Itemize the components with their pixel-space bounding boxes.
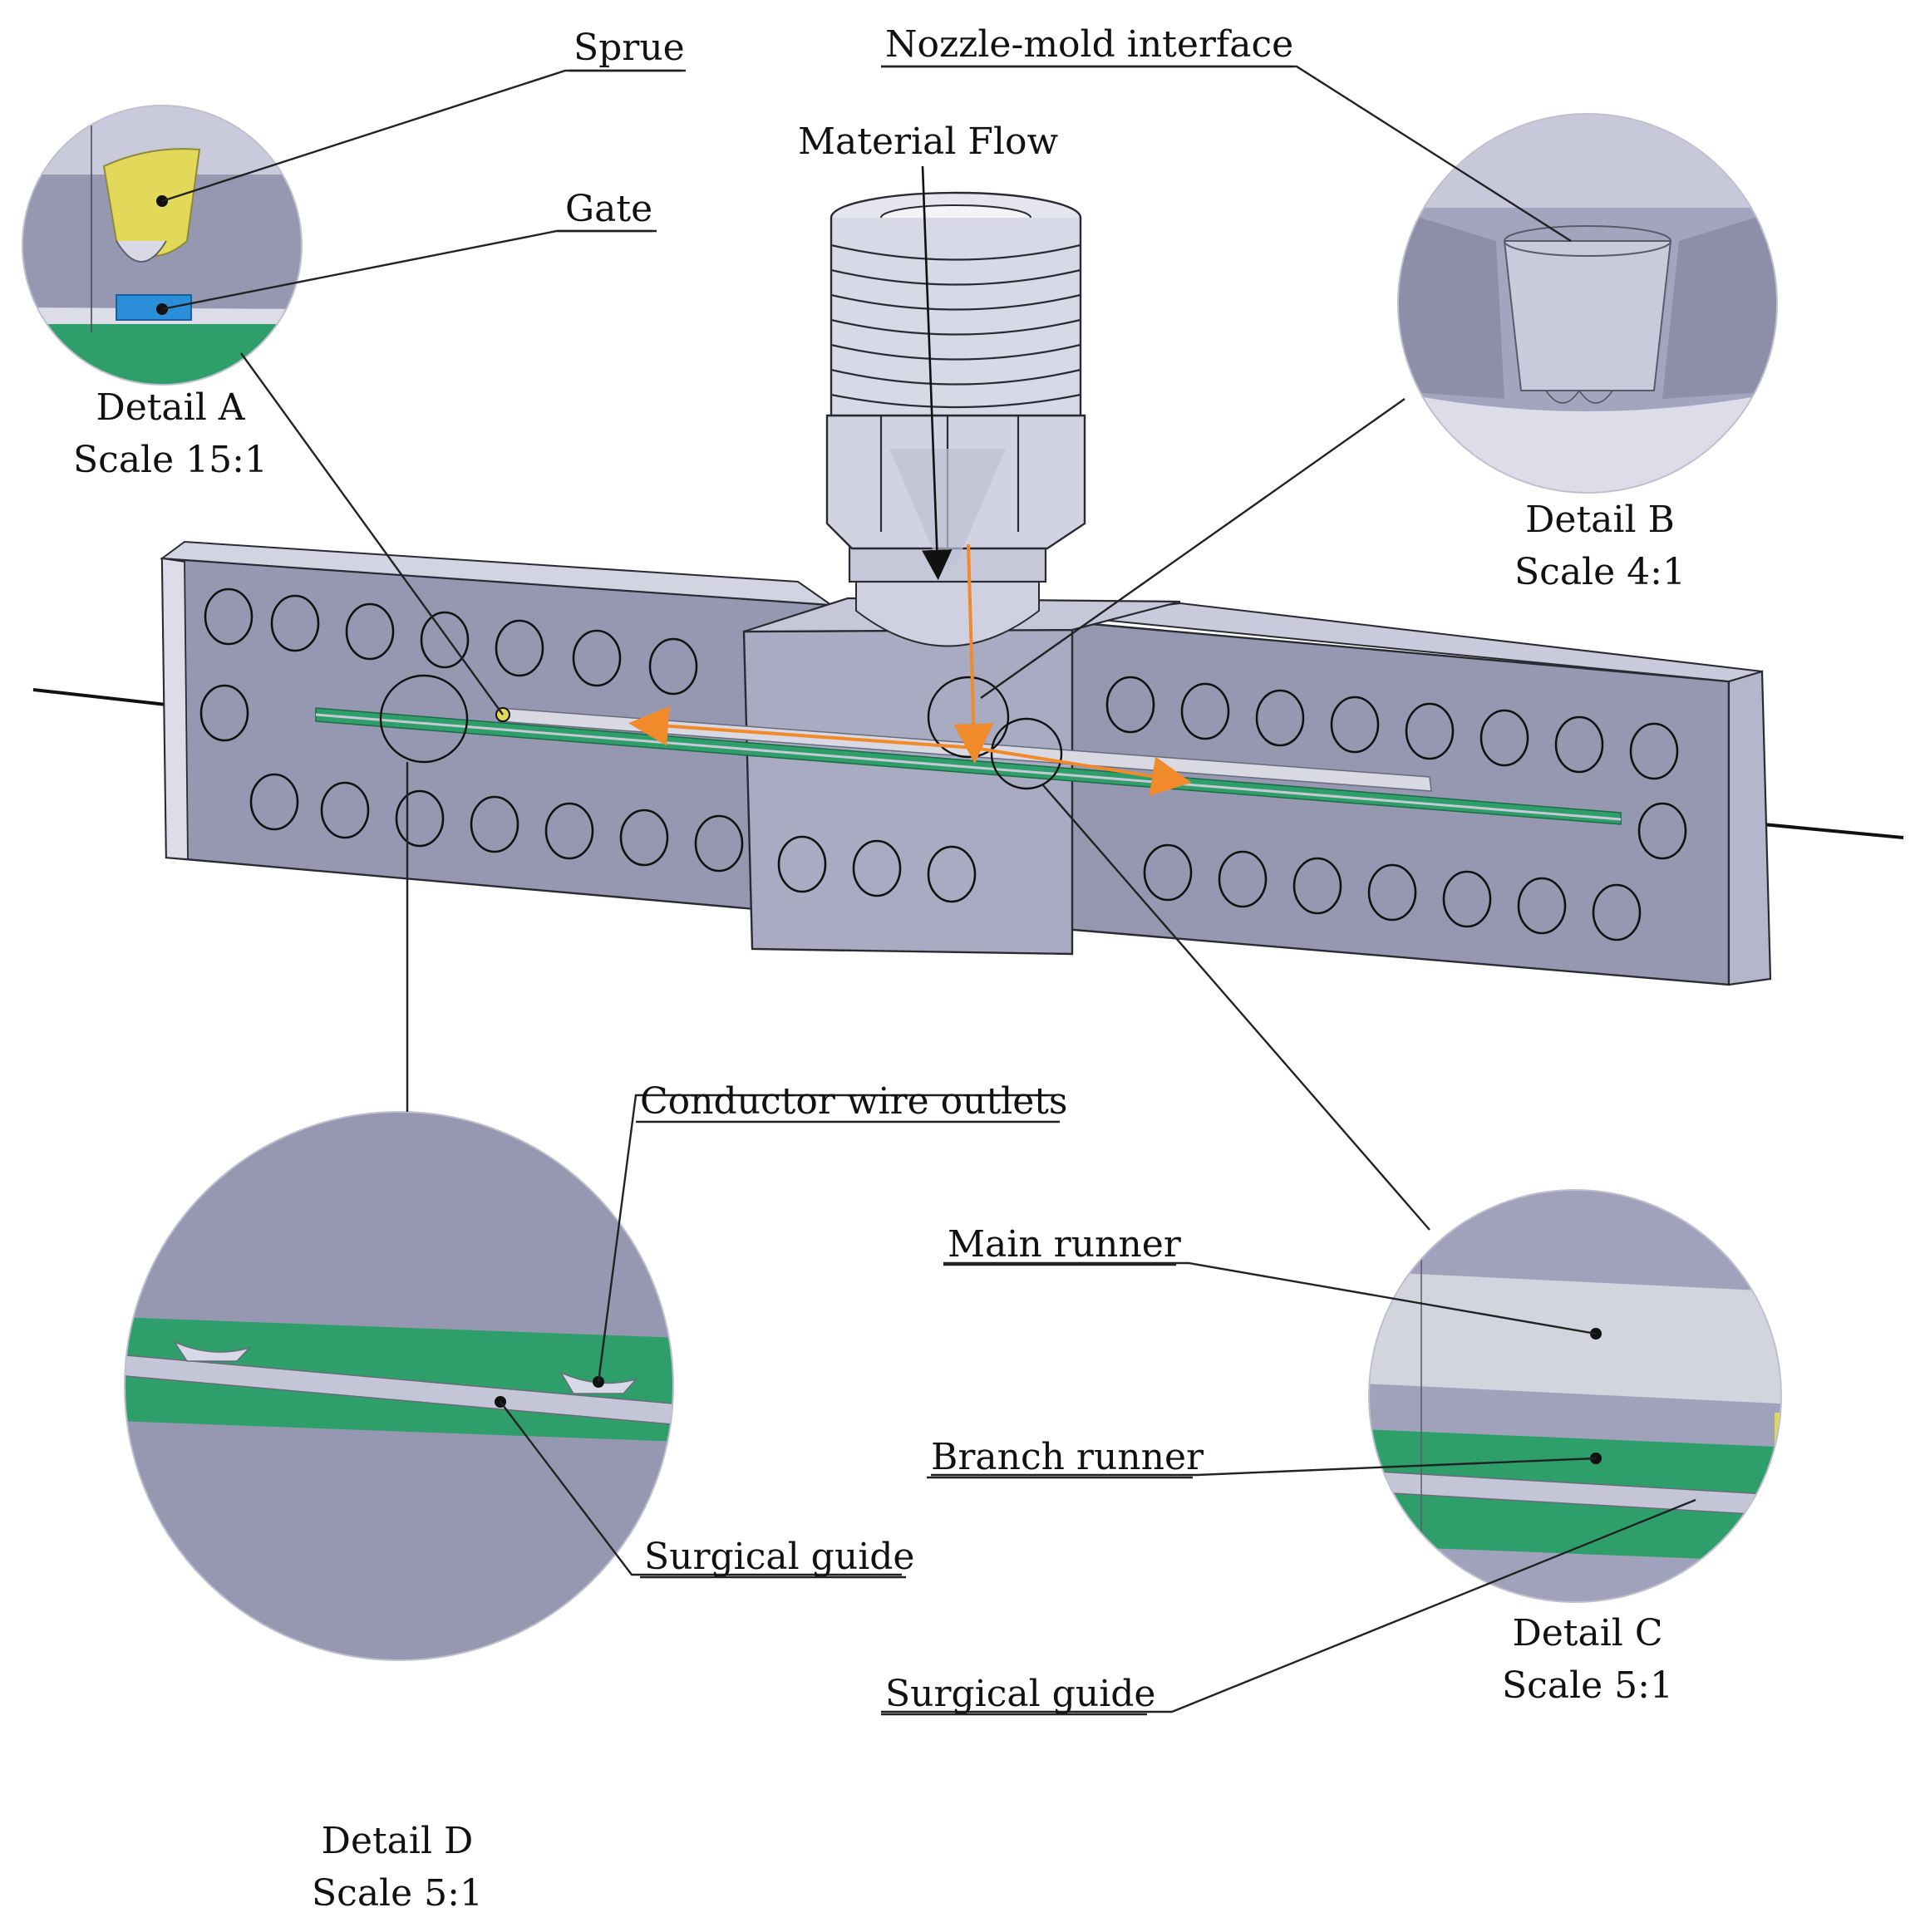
detail-b-title: Detail B bbox=[1525, 499, 1675, 541]
detail-a-marker bbox=[379, 674, 469, 764]
callout-labels: Sprue Gate Nozzle-mold interface Materia… bbox=[557, 23, 1293, 1716]
nozzle-threads bbox=[830, 191, 1082, 417]
detail-b-scale: Scale 4:1 bbox=[1514, 551, 1686, 593]
detail-a-title: Detail A bbox=[96, 386, 245, 429]
label-conductor-wire-outlets: Conductor wire outlets bbox=[640, 1080, 1068, 1123]
label-nozzle-mold-interface: Nozzle-mold interface bbox=[885, 23, 1293, 66]
material-flow-arrows bbox=[628, 165, 1192, 796]
conductor-wire-left bbox=[32, 688, 167, 706]
conductor-wire-right bbox=[1745, 821, 1904, 839]
cooling-holes-left bbox=[199, 587, 744, 873]
detail-b-view bbox=[1397, 113, 1778, 494]
label-surgical-guide-c: Surgical guide bbox=[885, 1673, 1155, 1715]
injection-nozzle bbox=[825, 191, 1086, 647]
detail-c-scale: Scale 5:1 bbox=[1502, 1664, 1673, 1707]
label-sprue: Sprue bbox=[574, 27, 685, 69]
cooling-holes-center bbox=[777, 835, 977, 903]
label-gate: Gate bbox=[565, 188, 652, 230]
label-material-flow: Material Flow bbox=[798, 120, 1058, 163]
detail-a-view bbox=[22, 105, 303, 386]
cooling-holes-right bbox=[1105, 676, 1687, 941]
detail-d-view bbox=[124, 1111, 674, 1661]
label-surgical-guide-d: Surgical guide bbox=[644, 1536, 914, 1578]
detail-c-title: Detail C bbox=[1512, 1612, 1662, 1654]
detail-a-scale: Scale 15:1 bbox=[73, 439, 268, 481]
detail-captions: Detail A Scale 15:1 Detail B Scale 4:1 D… bbox=[73, 386, 1686, 1915]
leader-lines bbox=[161, 65, 1696, 1713]
center-mold-block bbox=[742, 628, 1074, 956]
detail-d-scale: Scale 5:1 bbox=[312, 1872, 483, 1915]
detail-d-title: Detail D bbox=[322, 1820, 474, 1862]
detail-c-view bbox=[1368, 1189, 1782, 1603]
mold-main-body bbox=[32, 165, 1904, 986]
label-main-runner: Main runner bbox=[948, 1223, 1182, 1266]
label-branch-runner: Branch runner bbox=[931, 1436, 1204, 1478]
